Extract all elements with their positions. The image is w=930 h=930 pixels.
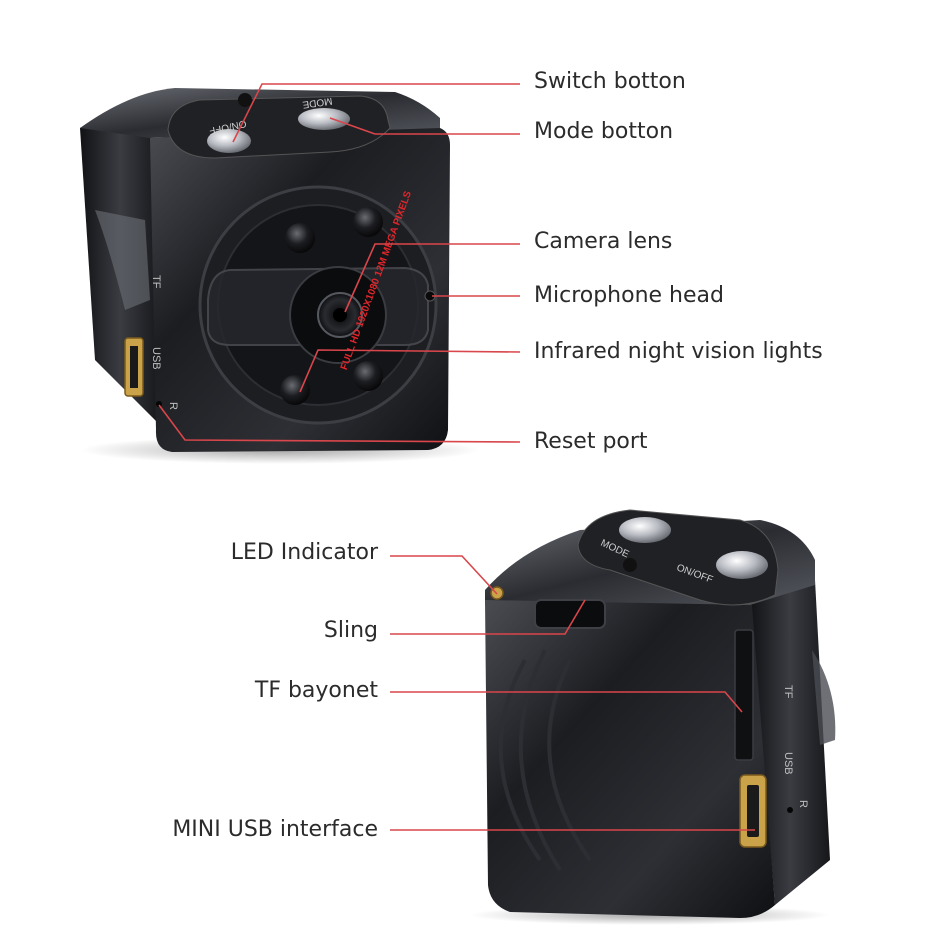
top-camera-ir-light-2: [353, 207, 383, 237]
bottom-camera-side-bulge: [812, 650, 836, 745]
leader-tf: [390, 691, 743, 713]
callout-led-indicator: LED Indicator: [230, 540, 378, 565]
callout-mini-usb-interface: MINI USB interface: [172, 817, 378, 842]
bottom-camera-tf-label: TF: [782, 685, 794, 699]
bottom-camera-speaker-arc-2: [518, 649, 562, 872]
callout-tf-bayonet: TF bayonet: [254, 678, 378, 703]
top-camera-ir-light-1: [285, 223, 315, 253]
bottom-camera-usb-opening: [747, 785, 759, 837]
top-camera-reset-label: R: [167, 402, 179, 410]
top-camera-ir-light-4: [353, 361, 383, 391]
top-camera: ON/OFF MODE TF USB R FULL HD 1920X1080 1…: [80, 88, 480, 464]
bottom-camera-speaker-arc-3: [547, 659, 592, 862]
bottom-camera-mode-button[interactable]: [619, 517, 671, 543]
bottom-camera-reset-label: R: [797, 800, 809, 808]
top-camera-lens-pupil: [333, 308, 347, 322]
callout-reset-port: Reset port: [534, 429, 648, 454]
top-camera-leaders: [158, 83, 521, 443]
leader-ir: [299, 349, 521, 393]
top-camera-usb-label: USB: [150, 347, 162, 370]
bottom-camera-button-hole: [623, 558, 637, 572]
top-camera-tf-label: TF: [150, 275, 162, 289]
callout-switch-button: Switch botton: [534, 69, 686, 94]
callout-sling: Sling: [323, 618, 378, 643]
callout-mode-button: Mode botton: [534, 119, 674, 144]
callout-camera-lens: Camera lens: [534, 229, 673, 254]
bottom-camera-usb-label: USB: [782, 752, 794, 775]
bottom-camera-tf-slot: [734, 629, 754, 761]
bottom-camera-front-face: [485, 600, 775, 918]
leader-reset: [158, 404, 521, 443]
callout-microphone-head: Microphone head: [534, 283, 724, 308]
bottom-camera-side-face: [750, 580, 830, 905]
top-camera-side-reflection: [95, 210, 150, 310]
top-camera-on-off-button[interactable]: [207, 129, 251, 153]
top-camera-led-hole: [238, 93, 252, 107]
bottom-camera-on-off-button[interactable]: [716, 551, 768, 579]
leader-mode: [329, 117, 520, 135]
leader-lens: [344, 243, 520, 313]
bottom-camera-reset-hole: [787, 807, 793, 813]
bottom-camera: MODE ON/OFF TF USB R: [470, 509, 836, 925]
top-camera-mode-button[interactable]: [298, 108, 350, 130]
bottom-camera-sling-slot: [534, 599, 606, 629]
leader-sling: [390, 599, 586, 635]
top-camera-ir-light-3: [280, 375, 310, 405]
bottom-camera-leaders: [390, 555, 755, 831]
bottom-camera-speaker-arc-1: [498, 659, 542, 862]
top-camera-reset-hole: [156, 401, 162, 407]
callout-infrared-lights: Infrared night vision lights: [534, 339, 823, 364]
leader-led: [390, 555, 498, 595]
top-camera-mode-label: MODE: [301, 95, 333, 110]
top-camera-usb-opening: [130, 346, 138, 388]
leader-switch: [232, 83, 520, 143]
